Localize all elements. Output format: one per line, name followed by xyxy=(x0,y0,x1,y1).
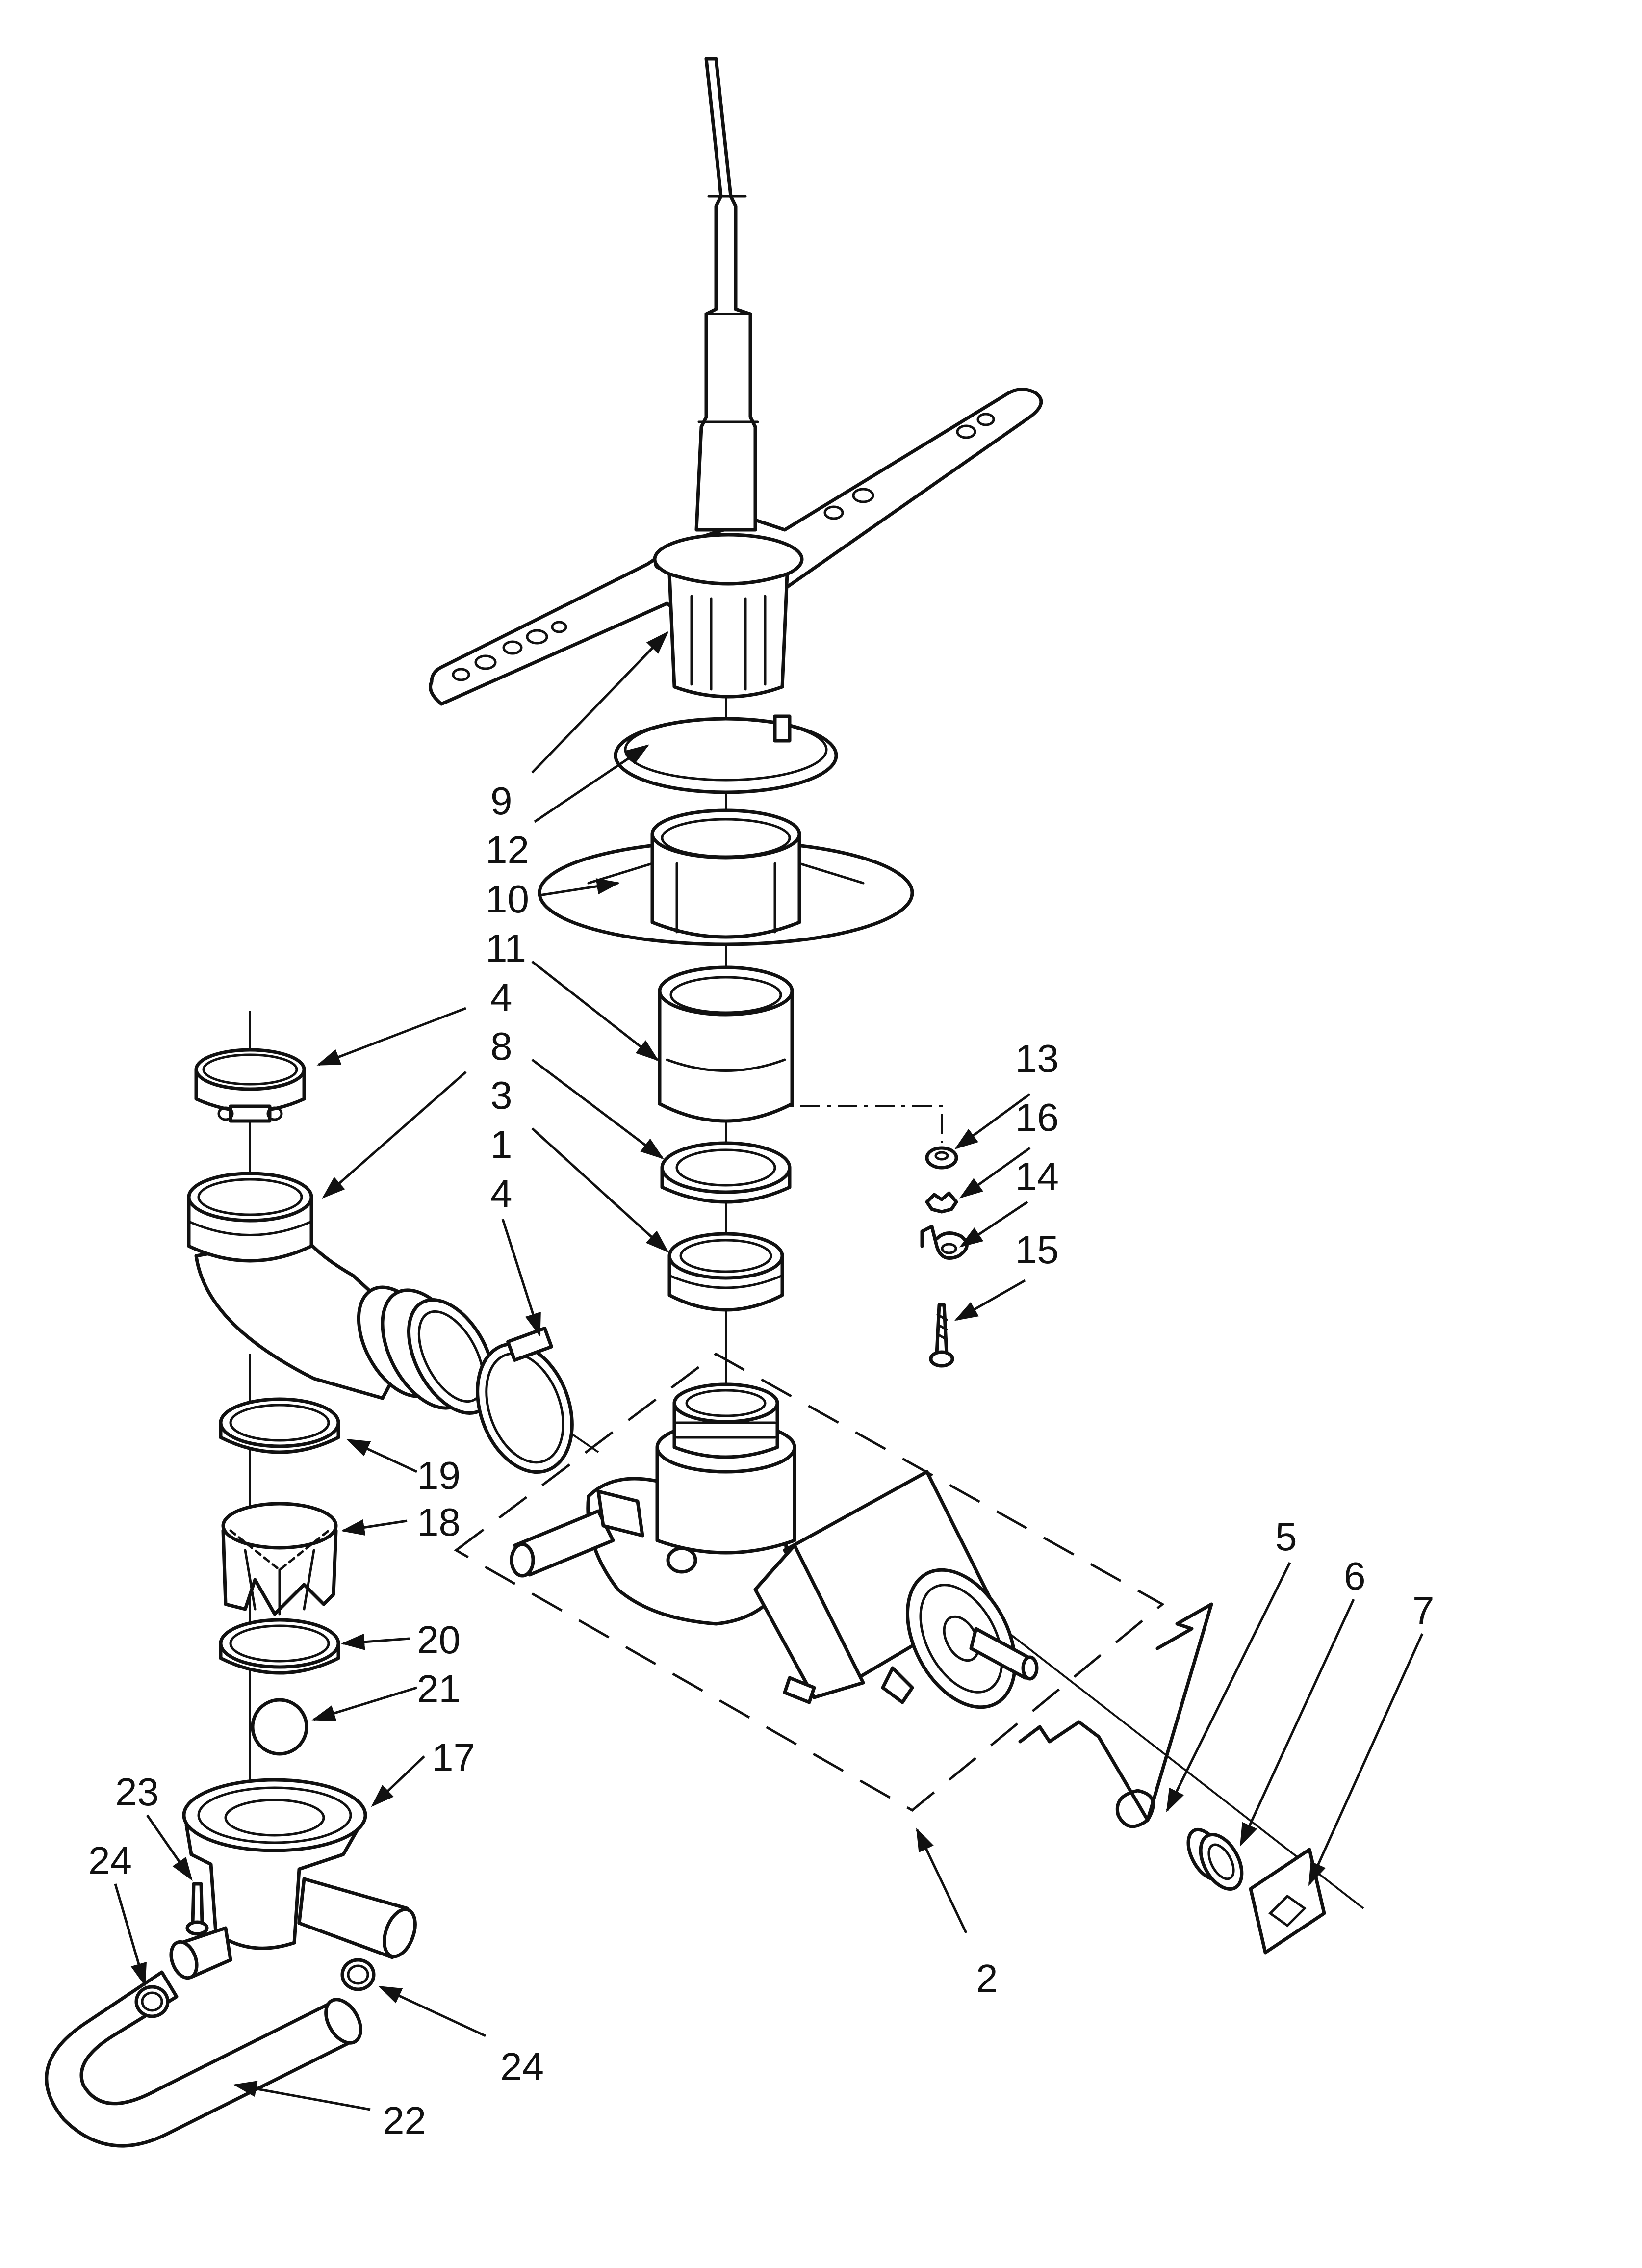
lower-spray-arm xyxy=(429,57,1043,706)
callout-11: 11 xyxy=(486,926,526,970)
callout-12: 12 xyxy=(486,828,529,872)
seal-ring xyxy=(660,1141,792,1204)
callout-8: 8 xyxy=(490,1024,513,1068)
callout-22: 22 xyxy=(383,2099,426,2142)
callout-9: 9 xyxy=(490,779,513,823)
hose-clamp-upper xyxy=(194,1048,306,1123)
pump-motor-assembly-outline xyxy=(454,1353,1165,1812)
hose-clamp-right xyxy=(340,1958,376,1991)
pump-motor-assembly xyxy=(510,1382,1039,1709)
bracket-clip xyxy=(920,1225,969,1260)
callout-19: 19 xyxy=(417,1454,461,1497)
callout-3: 3 xyxy=(490,1073,513,1117)
callout-21: 21 xyxy=(417,1667,461,1711)
elbow-hose xyxy=(187,1172,496,1415)
callout-2: 2 xyxy=(976,1956,998,2000)
callout-5: 5 xyxy=(1275,1515,1297,1559)
callout-4-upper: 4 xyxy=(490,975,513,1019)
valve-ring xyxy=(219,1618,340,1675)
callout-20: 20 xyxy=(417,1618,461,1662)
drain-hose xyxy=(45,1970,355,2148)
callout-4-middle: 4 xyxy=(490,1172,513,1215)
callout-7: 7 xyxy=(1412,1589,1435,1632)
filter-cone xyxy=(221,1502,338,1616)
drain-hose-end xyxy=(324,1998,362,2045)
pump-seal xyxy=(667,1232,784,1312)
gasket-plate xyxy=(1249,1848,1326,1955)
callout-17: 17 xyxy=(432,1736,475,1779)
snap-ring xyxy=(614,714,838,794)
nut xyxy=(925,1146,958,1170)
callout-23: 23 xyxy=(115,1770,159,1814)
spray-arm-nut xyxy=(538,808,914,946)
callout-10: 10 xyxy=(486,877,529,921)
housing-screw xyxy=(185,1882,209,1936)
callout-16: 16 xyxy=(1015,1095,1059,1139)
drain-housing xyxy=(169,1778,417,1980)
wire-spring xyxy=(1018,1602,1213,1828)
callout-1: 1 xyxy=(490,1122,513,1166)
leader-lines xyxy=(114,631,1424,2111)
callout-24-right: 24 xyxy=(500,2045,544,2088)
callout-6: 6 xyxy=(1344,1554,1366,1598)
callout-24-left: 24 xyxy=(88,1839,132,1882)
screw xyxy=(929,1303,954,1368)
callouts: 9 12 10 11 4 8 3 1 4 13 16 14 15 19 18 2… xyxy=(88,779,1435,2142)
fastener-axis xyxy=(726,1105,943,1143)
check-ball xyxy=(251,1698,308,1756)
callout-15: 15 xyxy=(1015,1228,1059,1272)
bushing xyxy=(658,965,794,1123)
hose-clamp-left xyxy=(134,1985,170,2018)
callout-13: 13 xyxy=(1015,1037,1059,1080)
callout-14: 14 xyxy=(1015,1154,1059,1198)
callout-18: 18 xyxy=(417,1500,461,1544)
filter-ring xyxy=(219,1397,340,1454)
lock-washer xyxy=(925,1191,958,1214)
grommet xyxy=(1186,1827,1244,1891)
